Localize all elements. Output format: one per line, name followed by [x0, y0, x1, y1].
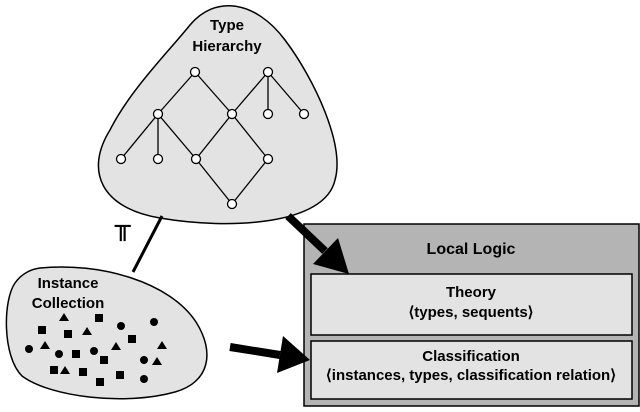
square-instance [72, 350, 80, 358]
classification-title: Classification [422, 348, 520, 365]
lattice-node [262, 108, 274, 120]
type-hierarchy-title-line2: Hierarchy [192, 38, 262, 55]
circle-instance [140, 356, 148, 364]
lattice-node [262, 66, 274, 78]
circle-instance [150, 318, 158, 326]
lattice-node [190, 153, 202, 165]
local-logic: Local Logic Theory ⟨types, sequents⟩ Cla… [303, 223, 640, 407]
circle-instance [25, 345, 33, 353]
classification-subtitle: ⟨instances, types, classification relati… [326, 367, 616, 384]
connector-line [131, 215, 164, 273]
square-instance [116, 371, 124, 379]
theory-title: Theory [446, 284, 497, 301]
square-instance [79, 368, 87, 376]
instance-collection: Instance Collection [5, 266, 208, 400]
lattice-node [262, 153, 274, 165]
square-instance [50, 366, 58, 374]
lattice-node [189, 66, 201, 78]
square-instance [38, 326, 46, 334]
triangle-instance [59, 313, 69, 321]
type-hierarchy-blob [97, 4, 338, 225]
triangle-instance [40, 341, 50, 349]
instance-markers [25, 313, 167, 386]
instance-collection-title-line2: Collection [32, 295, 105, 312]
lattice-node [115, 153, 127, 165]
classification-box: Classification ⟨instances, types, classi… [310, 340, 633, 400]
square-instance [128, 335, 136, 343]
circle-instance [90, 347, 98, 355]
theory-panel [310, 273, 633, 336]
lattice-node [152, 153, 164, 165]
lattice-node [226, 108, 238, 120]
circle-instance [117, 322, 125, 330]
classification-panel [310, 340, 633, 400]
turnstile-symbol: ⊨ [110, 223, 135, 242]
type-hierarchy: Type Hierarchy [97, 4, 338, 225]
lattice-node [298, 108, 310, 120]
lattice-node [226, 198, 238, 210]
square-instance [96, 378, 104, 386]
lattice-nodes [115, 66, 310, 210]
triangle-instance [82, 327, 92, 335]
circle-instance [140, 375, 148, 383]
instance-collection-title-line1: Instance [38, 275, 99, 292]
theory-subtitle: ⟨types, sequents⟩ [408, 304, 533, 321]
type-hierarchy-title-line1: Type [210, 17, 244, 34]
square-instance [95, 314, 103, 322]
lattice-edges [120, 71, 305, 205]
entailment-connector: ⊨ [110, 215, 164, 273]
triangle-instance [152, 357, 162, 365]
theory-box: Theory ⟨types, sequents⟩ [310, 273, 633, 336]
circle-instance [55, 350, 63, 358]
square-instance [100, 356, 108, 364]
triangle-instance [157, 341, 167, 349]
triangle-instance [60, 366, 70, 374]
instance-collection-blob [5, 266, 208, 400]
local-logic-title: Local Logic [427, 241, 516, 258]
hierarchy-to-theory-arrow [285, 213, 349, 274]
instances-to-classification-arrow [229, 336, 310, 373]
triangle-instance [111, 342, 121, 350]
lattice-node [152, 108, 164, 120]
square-instance [64, 330, 72, 338]
